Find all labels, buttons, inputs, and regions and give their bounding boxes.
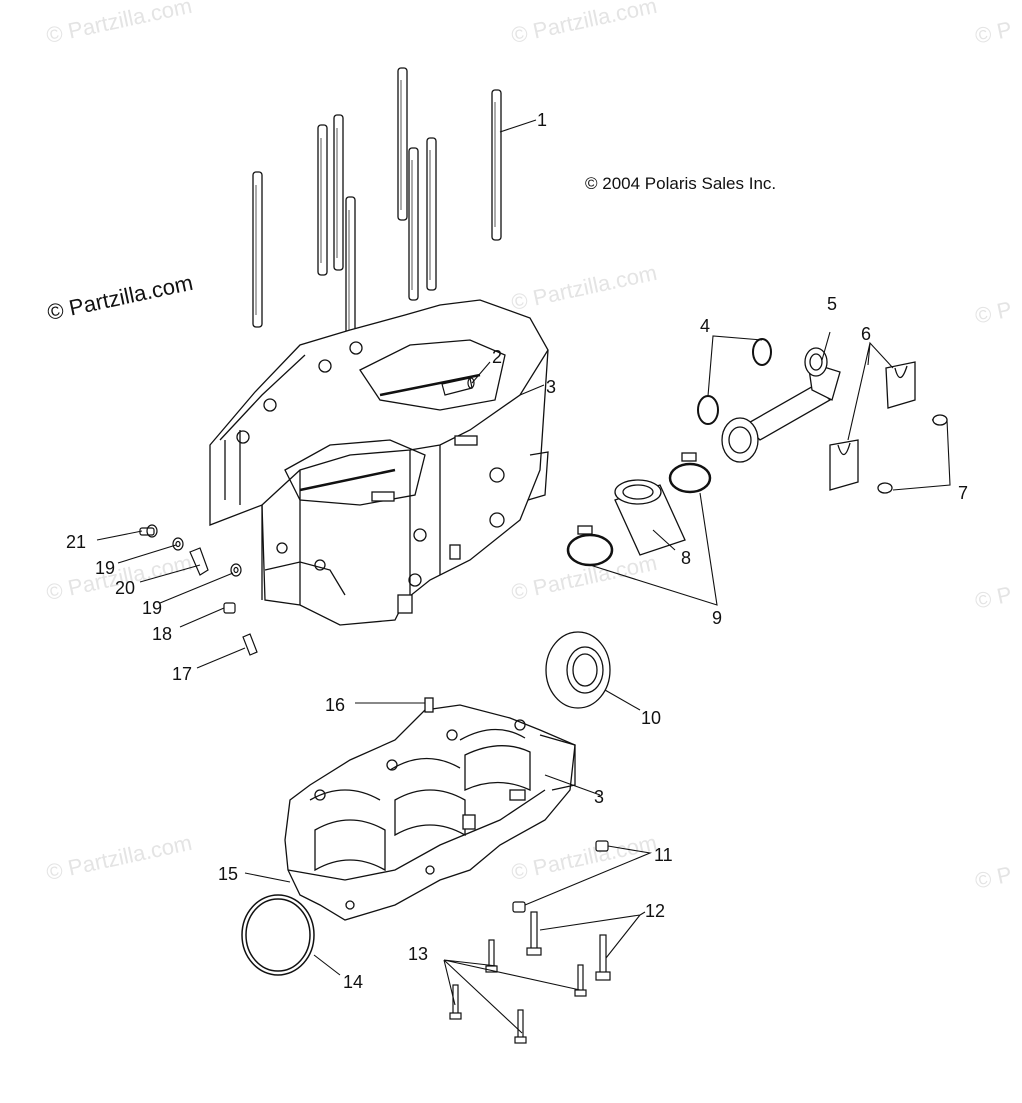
callout-5: 5 [827,294,837,314]
small-hardware [139,377,475,656]
callout-9: 9 [712,608,722,628]
callout-19-a: 19 [95,558,115,578]
callout-18: 18 [152,624,172,644]
callout-labels: 1 2 3 3 4 5 6 7 8 9 10 11 12 13 14 15 16… [66,110,968,992]
callout-2: 2 [492,347,502,367]
oil-seal [545,631,611,709]
callout-20: 20 [115,578,135,598]
head-studs [252,67,502,350]
callout-7: 7 [958,483,968,503]
callout-10: 10 [641,708,661,728]
callout-16: 16 [325,695,345,715]
leader-lines [96,119,951,1034]
callout-4: 4 [700,316,710,336]
callout-17: 17 [172,664,192,684]
callout-19-b: 19 [142,598,162,618]
callout-15: 15 [218,864,238,884]
o-ring-b [752,338,772,366]
callout-12: 12 [645,901,665,921]
screws-7 [877,414,948,494]
callout-8: 8 [681,548,691,568]
callout-14: 14 [343,972,363,992]
lower-crankcase [284,697,576,921]
callout-3-lower: 3 [594,787,604,807]
callout-11: 11 [654,845,673,865]
callout-1: 1 [537,110,547,130]
bracket-pair [829,361,916,491]
callout-13: 13 [408,944,428,964]
sleeve-and-clamps [566,452,712,567]
crankcase-bolts [449,840,611,1044]
callout-6: 6 [861,324,871,344]
copyright-notice: © 2004 Polaris Sales Inc. [585,174,777,193]
callout-21: 21 [66,532,86,552]
snap-ring [241,894,315,976]
callout-3-upper: 3 [546,377,556,397]
coolant-hose [721,347,841,463]
o-ring-a [697,395,719,425]
